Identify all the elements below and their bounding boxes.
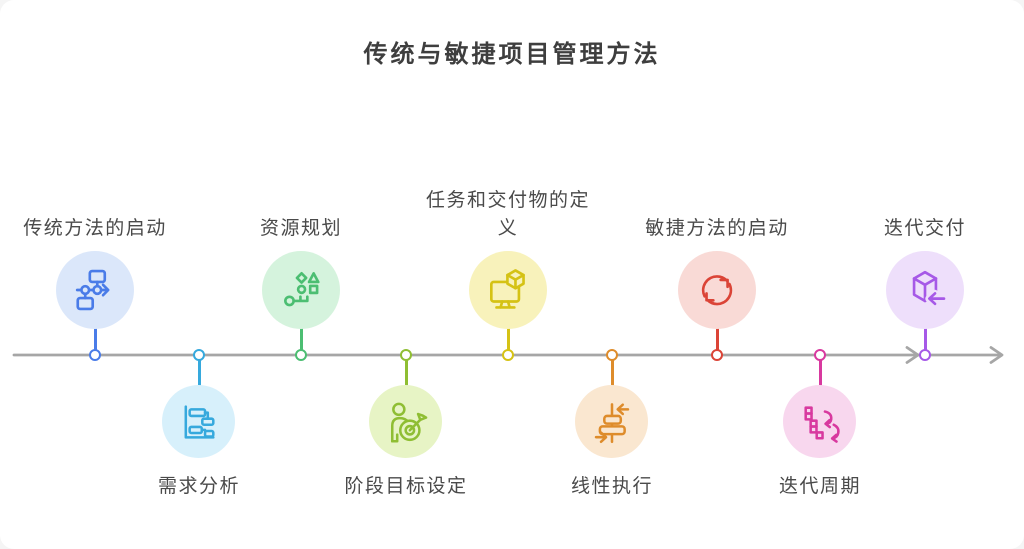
node-dot: [918, 349, 931, 361]
node-label: 迭代交付: [883, 217, 966, 239]
sliders-arrows-icon: [575, 385, 648, 458]
node-label: 敏捷方法的启动: [645, 217, 789, 239]
shapes-key-icon: [262, 251, 340, 329]
node-stem: [506, 328, 510, 355]
node-label: 阶段目标设定: [344, 475, 468, 497]
node-dot: [88, 349, 101, 361]
node-label: 传统方法的启动: [23, 217, 167, 239]
node-dot: [813, 349, 826, 361]
node-label: 任务和交付物的定义: [425, 189, 590, 239]
node-stem: [923, 328, 927, 355]
page-title: 传统与敏捷项目管理方法: [363, 39, 661, 68]
node-stem: [299, 328, 303, 355]
cube-arrow-icon: [886, 251, 964, 329]
arrowhead-mid: [905, 346, 920, 364]
node-label: 需求分析: [157, 475, 240, 497]
node-dot: [192, 349, 205, 361]
node-dot: [710, 349, 723, 361]
gantt-chart-icon: [162, 385, 235, 458]
person-target-icon: [369, 385, 442, 458]
monitor-cube-icon: [469, 251, 547, 329]
flowchart-icon: [56, 251, 134, 329]
node-dot: [294, 349, 307, 361]
node-stem: [818, 355, 822, 386]
node-label: 线性执行: [570, 475, 653, 497]
arrowhead-end: [989, 346, 1004, 364]
node-dot: [605, 349, 618, 361]
node-stem: [610, 355, 614, 386]
cycle-arrows-icon: [678, 251, 756, 329]
node-stem: [93, 328, 97, 355]
node-label: 迭代周期: [778, 475, 861, 497]
node-dot: [501, 349, 514, 361]
node-stem: [197, 355, 201, 386]
node-stem: [715, 328, 719, 355]
node-dot: [399, 349, 412, 361]
node-stem: [404, 355, 408, 386]
node-label: 资源规划: [259, 217, 342, 239]
cascade-cycle-icon: [783, 385, 856, 458]
